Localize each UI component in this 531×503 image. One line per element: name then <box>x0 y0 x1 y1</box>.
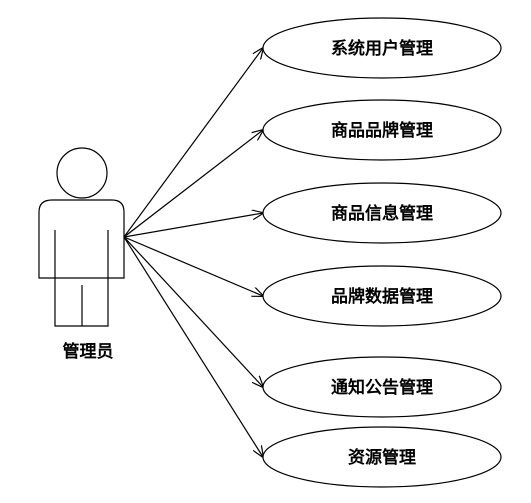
association-arrow <box>123 236 263 296</box>
association-arrows <box>123 48 263 457</box>
use-case-label: 商品信息管理 <box>331 203 433 224</box>
actor-body <box>38 199 125 327</box>
association-arrow <box>123 48 263 238</box>
use-case-ellipse <box>262 99 502 161</box>
use-case-label: 品牌数据管理 <box>331 286 433 307</box>
use-case-ellipse <box>262 182 502 244</box>
use-case: 资源管理 <box>262 426 502 488</box>
use-case-ellipse <box>262 265 502 327</box>
association-arrow <box>123 130 263 238</box>
use-case: 品牌数据管理 <box>262 265 502 327</box>
use-case-ellipse <box>262 426 502 488</box>
use-case: 通知公告管理 <box>262 356 502 418</box>
use-case-label: 资源管理 <box>348 447 416 468</box>
use-case-ellipse <box>262 17 502 79</box>
use-case-label: 系统用户管理 <box>331 38 433 59</box>
use-case-label: 通知公告管理 <box>331 377 433 398</box>
actor-label: 管理员 <box>63 341 114 362</box>
use-case-label: 商品品牌管理 <box>331 120 433 141</box>
use-case: 商品信息管理 <box>262 182 502 244</box>
actor-figure <box>38 147 125 327</box>
association-arrow <box>123 236 263 457</box>
use-case: 系统用户管理 <box>262 17 502 79</box>
use-case-ellipse <box>262 356 502 418</box>
use-case: 商品品牌管理 <box>262 99 502 161</box>
association-arrow <box>123 236 263 387</box>
association-arrow <box>123 213 263 238</box>
actor-head <box>56 147 108 199</box>
